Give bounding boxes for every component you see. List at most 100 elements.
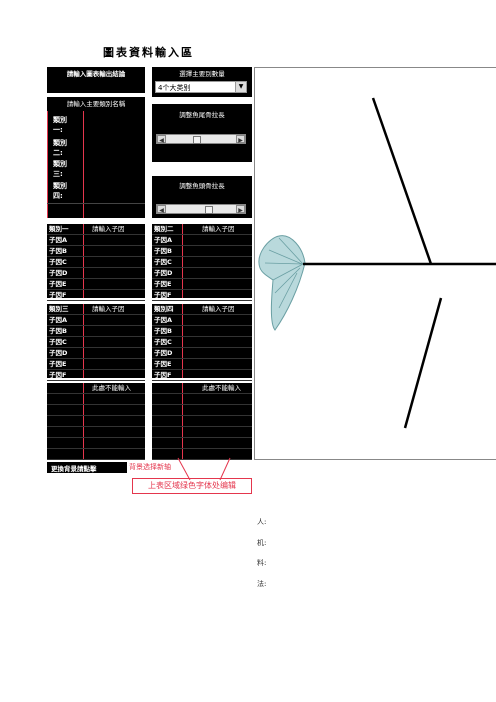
category-count-value: 4个大类别 [158,84,191,92]
sub-cause-label: 子因F [154,291,172,299]
table-row[interactable]: 子因A [47,235,145,246]
sub-cause-label: 子因E [49,280,67,288]
sub-cause-label: 子因B [154,327,172,335]
table-vline [182,383,183,459]
sub-cause-label: 子因E [154,280,172,288]
table-row [152,405,252,416]
sub-cause-label: 子因C [154,338,172,346]
sub-cause-label: 子因A [154,316,173,324]
group-name: 類別一 [49,225,69,233]
group-hint[interactable]: 請輸入子因 [92,225,125,233]
slider-head-thumb[interactable] [205,206,213,214]
group-hint[interactable]: 請輸入子因 [202,305,235,313]
table-row[interactable]: 子因A [47,315,145,326]
sub-cause-label: 子因A [49,316,68,324]
category-count-select[interactable]: 4个大类别 ▼ [155,81,247,93]
row-divider [47,203,145,204]
group-table-3: 類別三請輸入子因 子因A 子因B 子因C 子因D 子因E 子因F [47,304,145,381]
table-row[interactable]: 子因D [47,268,145,279]
main-category-label: 請輸入主要類別名稱 [66,100,126,108]
table-row[interactable]: 子因C [152,337,252,348]
group-hint[interactable]: 請輸入子因 [202,225,235,233]
sub-cause-label: 子因C [49,258,67,266]
chevron-down-icon[interactable]: ▼ [235,82,246,92]
no-input-label: 此處不能輸入 [202,384,241,392]
category-count-label: 選擇主要別數量 [179,70,225,78]
callout-arrows [177,457,231,481]
table-row[interactable]: 子因F [47,290,145,301]
conclusion-label: 請輸入圖表輸出結論 [66,70,126,78]
sub-cause-label: 子因D [154,349,173,357]
edit-callout: 上表区域绿色字体处编辑 [132,478,252,494]
table-row[interactable]: 子因D [152,268,252,279]
table-row[interactable]: 子因C [47,257,145,268]
slider-tail-thumb[interactable] [193,136,201,144]
table-row[interactable]: 子因B [47,246,145,257]
table-row [47,405,145,416]
bone-upper [371,97,433,265]
table-row[interactable]: 子因B [152,246,252,257]
table-row [47,416,145,427]
side-label: 人: [257,518,267,526]
slider-head-label: 調整魚頭骨拉長 [179,182,225,190]
table-row[interactable]: 子因E [47,279,145,290]
slider-tail-panel: 調整魚尾骨拉長 ◀ ▶ [152,104,252,162]
conclusion-box[interactable]: 請輸入圖表輸出結論 [47,67,145,93]
table-row[interactable]: 子因A [152,315,252,326]
table-row[interactable]: 子因E [47,359,145,370]
chevron-left-icon[interactable]: ◀ [157,205,166,214]
sub-cause-label: 子因B [49,247,67,255]
sub-cause-label: 子因B [154,247,172,255]
main-category-item[interactable]: 類別四: [53,182,67,200]
sub-cause-label: 子因D [49,349,68,357]
main-category-item[interactable]: 類別一: [53,116,67,134]
no-input-left: 此處不能輸入 [47,383,145,460]
table-vline [83,383,84,459]
main-category-panel: 請輸入主要類別名稱 類別一: 類別二: 類別三: 類別四: [47,97,145,218]
main-category-item[interactable]: 類別二: [53,139,67,157]
slider-tail[interactable]: ◀ ▶ [156,134,246,144]
group-table-1: 類別一 請輸入子因 子因A 子因B 子因C 子因D 子因E 子因F [47,224,145,301]
table-row[interactable]: 子因F [152,290,252,301]
sub-cause-label: 子因C [154,258,172,266]
table-row[interactable]: 子因E [152,359,252,370]
sub-cause-label: 子因E [49,360,67,368]
side-label: 料: [257,559,267,567]
table-row [152,449,252,460]
table-row[interactable]: 子因F [47,370,145,381]
sub-cause-label: 子因F [49,371,67,379]
table-row[interactable]: 子因E [152,279,252,290]
table-row[interactable]: 子因B [47,326,145,337]
main-category-vline-left [47,111,48,218]
sub-cause-label: 子因C [49,338,67,346]
slider-tail-label: 調整魚尾骨拉長 [179,111,225,119]
slider-head[interactable]: ◀ ▶ [156,204,246,214]
main-category-item[interactable]: 類別三: [53,160,67,178]
table-row[interactable]: 子因A [152,235,252,246]
table-row[interactable]: 子因F [152,370,252,381]
chevron-left-icon[interactable]: ◀ [157,135,166,144]
chevron-right-icon[interactable]: ▶ [236,135,245,144]
group-table-4: 類別四請輸入子因 子因A 子因B 子因C 子因D 子因E 子因F [152,304,252,381]
sub-cause-label: 子因E [154,360,172,368]
fishbone-svg [258,97,496,429]
side-label: 法: [257,580,267,588]
sub-cause-label: 子因D [154,269,173,277]
table-row[interactable]: 子因B [152,326,252,337]
table-row[interactable]: 子因C [47,337,145,348]
footer-left-text: 更換背景請點擊 [51,465,97,473]
background-select-link[interactable]: 背景选择新轴 [129,463,171,471]
chevron-right-icon[interactable]: ▶ [236,205,245,214]
group-hint[interactable]: 請輸入子因 [92,305,125,313]
table-vline [182,224,183,298]
sub-cause-label: 子因A [49,236,68,244]
table-row[interactable]: 子因D [152,348,252,359]
table-row[interactable]: 子因D [47,348,145,359]
table-vline [182,304,183,378]
table-row [47,449,145,460]
table-row[interactable]: 子因C [152,257,252,268]
table-vline [83,304,84,378]
main-category-vline [83,111,84,218]
sub-cause-label: 子因F [154,371,172,379]
table-row [152,416,252,427]
